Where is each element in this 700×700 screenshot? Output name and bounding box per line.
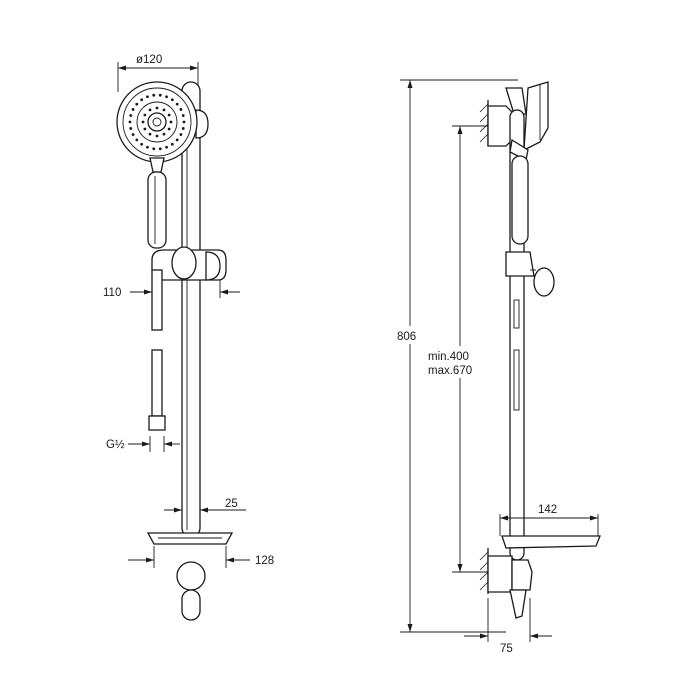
nozzle-dot xyxy=(165,95,168,99)
top-bracket xyxy=(195,109,209,139)
wall-projection-label: 75 xyxy=(500,643,513,655)
side-view: 806 min.400 max.670 xyxy=(396,79,601,655)
soap-tray xyxy=(146,532,234,545)
wall-hatch-bottom xyxy=(479,548,489,594)
bracket-distance-dimension: min.400 max.670 xyxy=(424,125,488,573)
top-bracket-side xyxy=(487,87,527,147)
nozzle-dots xyxy=(128,93,186,151)
nozzle-dot xyxy=(181,114,185,117)
bracket-distance-max-label: max.670 xyxy=(428,365,472,377)
nozzle-dot xyxy=(182,120,186,124)
nozzle-dot xyxy=(131,133,135,136)
nozzle-dot xyxy=(135,138,139,142)
holder-offset-dimension: 110 xyxy=(103,280,240,299)
slide-rail xyxy=(181,81,201,538)
nozzle-dot xyxy=(129,114,133,117)
rail-diameter-dimension: 25 xyxy=(164,498,246,513)
rail-diameter-label: 25 xyxy=(225,498,238,510)
nozzle-dot xyxy=(158,93,162,97)
nozzle-dot xyxy=(175,102,179,106)
nozzle-dot xyxy=(162,132,166,136)
shower-hose xyxy=(148,269,166,431)
shower-head xyxy=(116,81,198,163)
nozzle-dot xyxy=(143,127,147,131)
nozzle-dot xyxy=(162,108,166,112)
shower-handle-side xyxy=(511,155,529,245)
nozzle-dot xyxy=(167,113,171,117)
front-view: ø120 xyxy=(103,54,274,621)
nozzle-dot xyxy=(143,113,147,117)
nozzle-dot xyxy=(146,95,149,99)
bottom-bracket xyxy=(176,561,206,621)
tray-width-label: 128 xyxy=(255,555,274,567)
bracket-distance-min-label: min.400 xyxy=(428,351,469,363)
nozzle-dot xyxy=(181,127,185,130)
nozzle-dot xyxy=(135,102,139,106)
tray-depth-label: 142 xyxy=(538,504,557,516)
nozzle-dot xyxy=(148,132,152,136)
nozzle-dot xyxy=(141,120,145,124)
head-diameter-dimension: ø120 xyxy=(117,54,199,92)
shower-head-side xyxy=(509,81,549,161)
shower-handle xyxy=(147,157,167,249)
nozzle-dot xyxy=(175,138,179,142)
tray-depth-dimension: 142 xyxy=(499,502,599,536)
nozzle-dot xyxy=(167,127,171,131)
nozzle-dot xyxy=(158,147,162,151)
nozzle-dot xyxy=(152,93,156,97)
holder-offset-label: 110 xyxy=(103,287,121,299)
nozzle-dot xyxy=(128,120,132,124)
hose-connection-label: G½ xyxy=(106,439,125,451)
nozzle-dot xyxy=(155,134,159,138)
slider-holder-side xyxy=(505,251,555,297)
head-diameter-label: ø120 xyxy=(136,54,162,66)
overall-height-dimension: 806 xyxy=(396,79,518,633)
hose-connection-dimension: G½ xyxy=(106,436,180,452)
overall-height-label: 806 xyxy=(397,331,416,343)
nozzle-dot xyxy=(170,142,174,146)
nozzle-dot xyxy=(152,147,156,151)
bottom-bracket-side xyxy=(487,555,533,619)
wall-projection-dimension: 75 xyxy=(464,598,552,655)
wall-hatch-top xyxy=(479,100,489,146)
nozzle-dot xyxy=(179,133,183,136)
nozzle-dot xyxy=(148,108,152,112)
nozzle-dot xyxy=(179,108,183,111)
slider-holder xyxy=(151,246,227,281)
nozzle-dot xyxy=(155,106,159,110)
nozzle-dot xyxy=(170,98,174,102)
nozzle-dot xyxy=(131,108,135,111)
nozzle-dot xyxy=(165,145,168,149)
tray-width-dimension: 128 xyxy=(128,546,274,568)
nozzle-dot xyxy=(140,142,144,146)
nozzle-dot xyxy=(146,145,149,149)
nozzle-dot xyxy=(169,120,173,124)
soap-tray-side xyxy=(501,535,601,549)
nozzle-dot xyxy=(129,127,133,130)
nozzle-dot xyxy=(140,98,144,102)
